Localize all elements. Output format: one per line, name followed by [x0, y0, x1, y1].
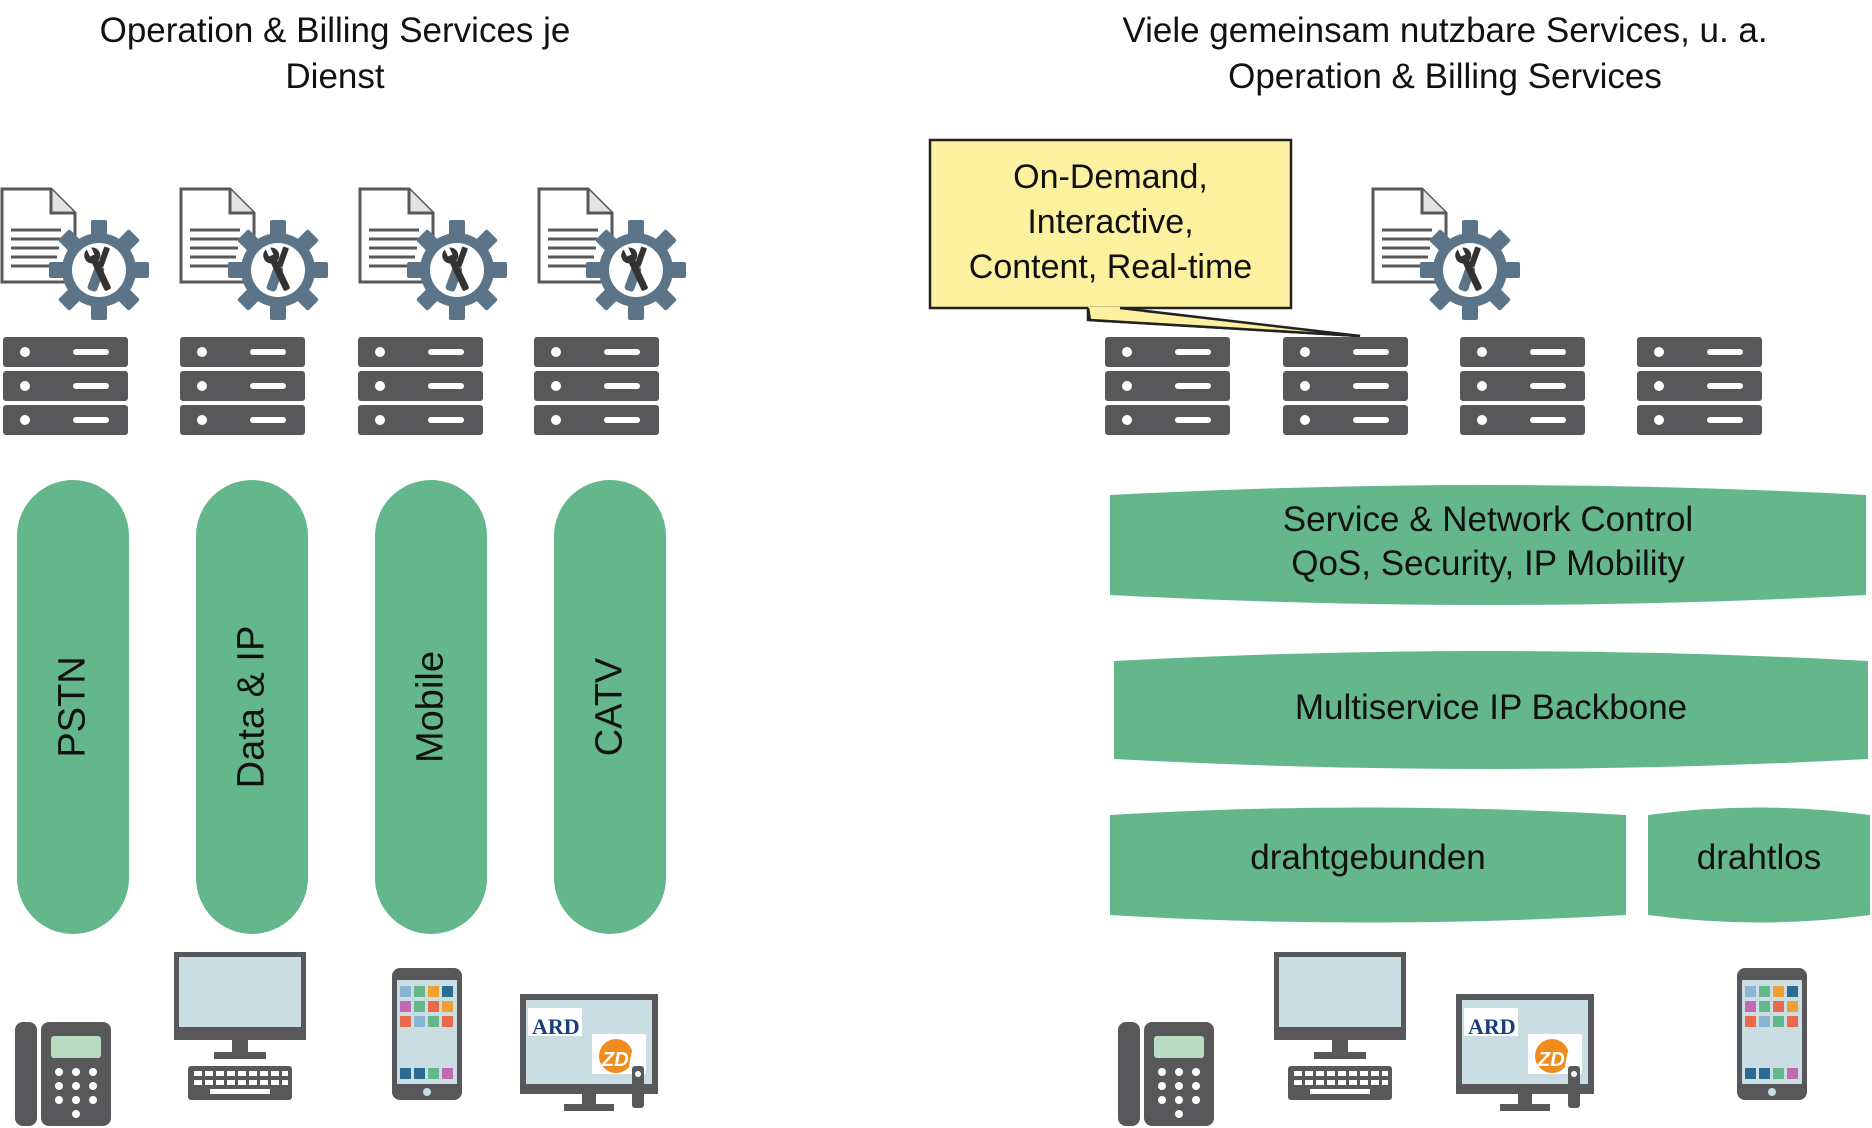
callout-line-1: On-Demand, — [1013, 158, 1208, 196]
server-rack-icon — [358, 337, 483, 435]
desktop-computer-icon — [1274, 952, 1406, 1100]
server-rack-icon — [534, 337, 659, 435]
server-rack-icon — [1105, 337, 1230, 435]
server-rack-icon — [3, 337, 128, 435]
callout-text: On-Demand, Interactive, Content, Real-ti… — [930, 155, 1291, 290]
desk-phone-icon — [15, 1022, 111, 1126]
callout-line-3: Content, Real-time — [968, 248, 1253, 286]
server-rack-icon — [180, 337, 305, 435]
service-pill-pstn: PSTN — [17, 480, 129, 934]
left-servers — [3, 337, 659, 435]
control-layer-line-1: Service & Network Control — [1282, 500, 1694, 539]
wireless-access-band — [1648, 807, 1870, 923]
gear-tools-icon — [1420, 220, 1520, 320]
gear-tools-icon — [228, 220, 328, 320]
control-layer-line-2: QoS, Security, IP Mobility — [1291, 544, 1685, 583]
wired-access-band — [1110, 807, 1626, 923]
right-title-line-2: Operation & Billing Services — [1228, 57, 1662, 96]
callout-tail — [1086, 307, 1361, 338]
control-layer-band — [1110, 485, 1866, 605]
tv-channel-1-label: ARD — [1468, 1014, 1516, 1039]
tv-channel-1-label: ARD — [532, 1014, 580, 1039]
desktop-computer-icon — [174, 952, 306, 1100]
service-pill-label: PSTN — [51, 656, 94, 758]
service-pill-catv: CATV — [554, 480, 666, 934]
gear-tools-icon — [586, 220, 686, 320]
wired-access-label: drahtgebunden — [1250, 838, 1486, 877]
smartphone-icon — [392, 968, 462, 1100]
desk-phone-icon — [1118, 1022, 1214, 1126]
right-title-line-1: Viele gemeinsam nutzbare Services, u. a. — [1122, 11, 1768, 50]
server-rack-icon — [1460, 337, 1585, 435]
service-pill-label: Data & IP — [230, 625, 273, 789]
right-ops-icons — [1371, 187, 1520, 320]
gear-tools-icon — [407, 220, 507, 320]
smartphone-icon — [1737, 968, 1807, 1100]
backbone-layer-label: Multiservice IP Backbone — [1294, 688, 1688, 727]
right-title: Viele gemeinsam nutzbare Services, u. a.… — [1040, 8, 1850, 100]
service-pill-data-ip: Data & IP — [196, 480, 308, 934]
callout-line-2: Interactive, — [1027, 203, 1194, 241]
left-title: Operation & Billing Services je Dienst — [40, 8, 630, 100]
server-rack-icon — [1283, 337, 1408, 435]
backbone-layer-band — [1114, 651, 1868, 769]
gear-tools-icon — [49, 220, 149, 320]
tv-channel-2-label: ZDF — [601, 1049, 642, 1071]
left-title-line-2: Dienst — [285, 57, 385, 96]
left-title-line-1: Operation & Billing Services je — [99, 11, 571, 50]
service-pill-mobile: Mobile — [375, 480, 487, 934]
control-layer-label: Service & Network Control QoS, Security,… — [1110, 498, 1866, 586]
service-pill-label: CATV — [588, 657, 631, 757]
right-servers — [1105, 337, 1762, 435]
right-devices — [1118, 952, 1807, 1126]
service-pill-label: Mobile — [409, 651, 452, 763]
server-rack-icon — [1637, 337, 1762, 435]
left-devices — [15, 952, 658, 1126]
wireless-access-label: drahtlos — [1696, 838, 1822, 877]
tv-channel-2-label: ZDF — [1537, 1049, 1578, 1071]
left-ops-icons — [0, 187, 686, 320]
